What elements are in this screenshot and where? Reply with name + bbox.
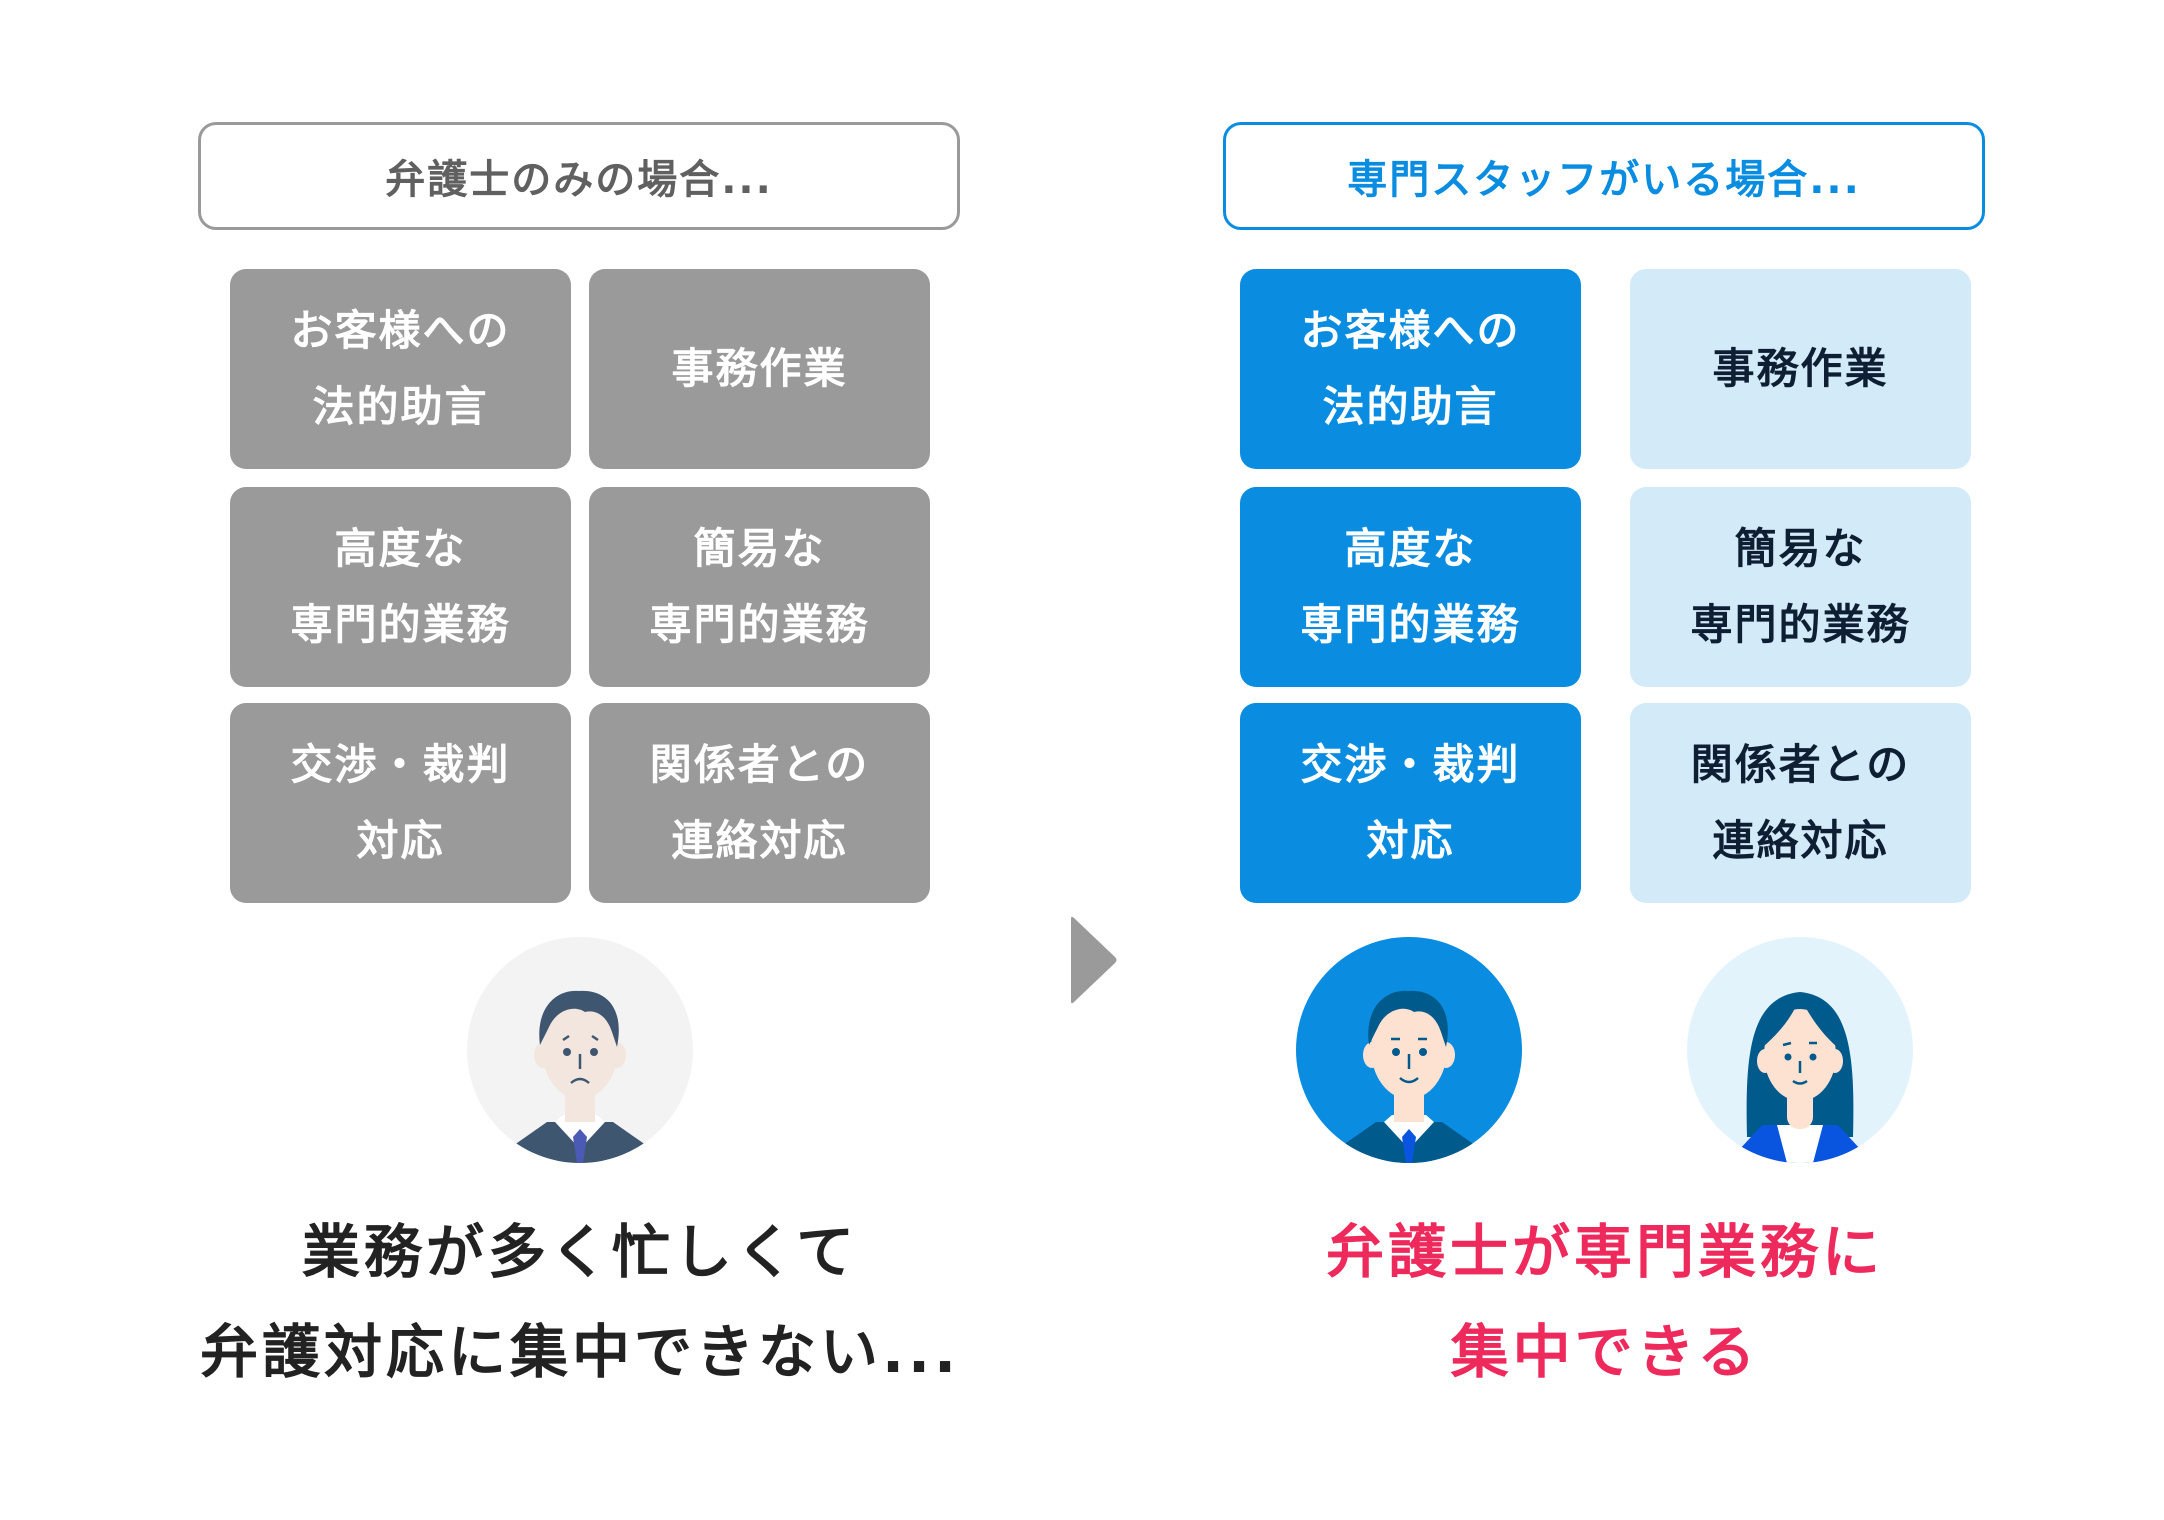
right-tile-advanced-work: 高度な 専門的業務: [1240, 487, 1581, 687]
right-tile-office-work: 事務作業: [1630, 269, 1971, 469]
left-message-line-2: 弁護対応に集中できない...: [199, 1318, 961, 1386]
left-tile-simple-work: 簡易な 専門的業務: [589, 487, 930, 687]
staff-woman-icon: [1687, 937, 1913, 1163]
right-tile-legal-advice: お客様への 法的助言: [1240, 269, 1581, 469]
left-tile-legal-advice: お客様への 法的助言: [230, 269, 571, 469]
worried-lawyer-icon: [467, 937, 693, 1163]
left-message: 業務が多く忙しくて 弁護対応に集中できない...: [130, 1202, 1030, 1402]
left-message-line-1: 業務が多く忙しくて: [301, 1218, 859, 1286]
right-header: 専門スタッフがいる場合...: [1223, 122, 1985, 230]
left-header: 弁護士のみの場合...: [198, 122, 960, 230]
left-tile-advanced-work: 高度な 専門的業務: [230, 487, 571, 687]
left-tile-office-work: 事務作業: [589, 269, 930, 469]
right-tile-simple-work: 簡易な 専門的業務: [1630, 487, 1971, 687]
right-message: 弁護士が専門業務に 集中できる: [1155, 1202, 2055, 1402]
right-tile-negotiation: 交渉・裁判 対応: [1240, 703, 1581, 903]
left-tile-contact: 関係者との 連絡対応: [589, 703, 930, 903]
right-tile-contact: 関係者との 連絡対応: [1630, 703, 1971, 903]
right-message-line-1: 弁護士が専門業務に: [1325, 1218, 1884, 1286]
left-tile-negotiation: 交渉・裁判 対応: [230, 703, 571, 903]
smiling-lawyer-icon: [1296, 937, 1522, 1163]
arrow-right-icon: [1071, 916, 1117, 1004]
right-message-line-2: 集中できる: [1450, 1318, 1760, 1386]
